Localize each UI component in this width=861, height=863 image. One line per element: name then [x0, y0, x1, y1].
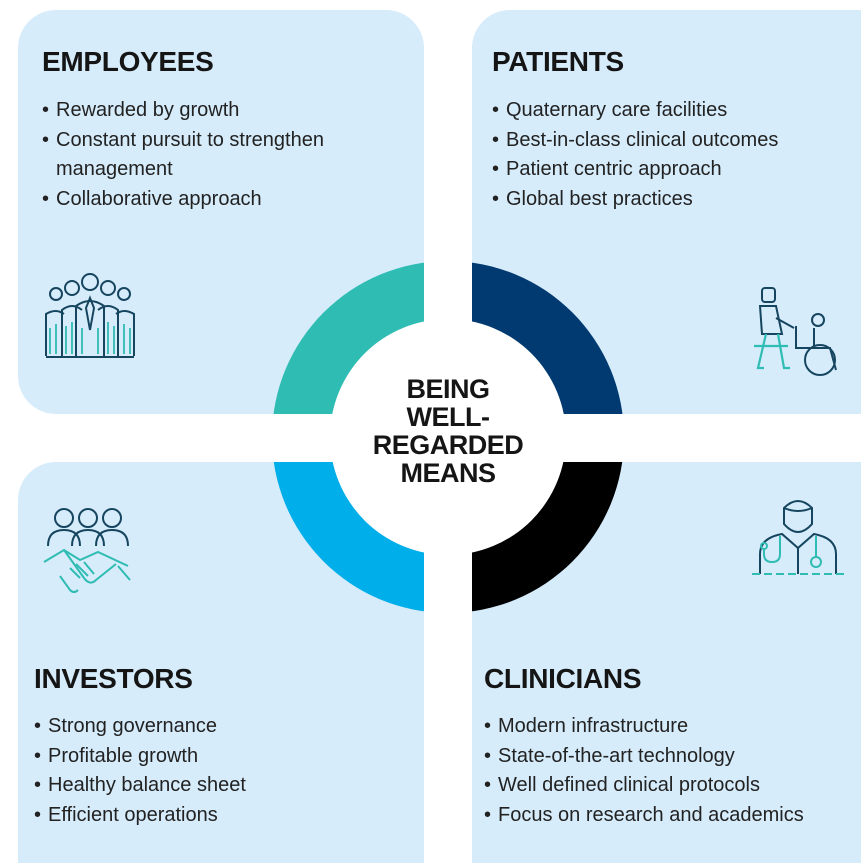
doctor-icon — [752, 500, 844, 575]
list-item: Quaternary care facilities — [492, 96, 852, 126]
clinicians-title: CLINICIANS — [484, 663, 642, 694]
list-item: Collaborative approach — [42, 185, 362, 215]
handshake-icon — [43, 508, 131, 593]
list-item: Strong governance — [34, 712, 364, 742]
team-group-icon — [45, 273, 135, 358]
center-label: BEING WELL- REGARDED MEANS — [358, 375, 538, 487]
list-item: Well defined clinical protocols — [484, 771, 854, 801]
clinicians-list: Modern infrastructure State-of-the-art t… — [484, 712, 854, 830]
investors-list: Strong governance Profitable growth Heal… — [34, 712, 364, 830]
list-item: Modern infrastructure — [484, 712, 854, 742]
wheelchair-assist-icon — [754, 287, 837, 376]
center-line-3: REGARDED — [372, 430, 524, 460]
list-item: Rewarded by growth — [42, 96, 362, 126]
vertical-gap — [424, 0, 472, 863]
list-item: Focus on research and academics — [484, 801, 854, 831]
list-item: Efficient operations — [34, 801, 364, 831]
employees-list: Rewarded by growth Constant pursuit to s… — [42, 96, 362, 214]
list-item: State-of-the-art technology — [484, 742, 854, 772]
center-line-4: MEANS — [400, 458, 496, 488]
center-line-2: WELL- — [406, 402, 490, 432]
list-item: Global best practices — [492, 185, 852, 215]
employees-title: EMPLOYEES — [42, 46, 214, 77]
patients-title: PATIENTS — [492, 46, 624, 77]
investors-title: INVESTORS — [34, 663, 193, 694]
patients-list: Quaternary care facilities Best-in-class… — [492, 96, 852, 214]
list-item: Constant pursuit to strengthen managemen… — [42, 126, 362, 185]
list-item: Healthy balance sheet — [34, 771, 364, 801]
center-line-1: BEING — [406, 374, 490, 404]
list-item: Profitable growth — [34, 742, 364, 772]
list-item: Patient centric approach — [492, 155, 852, 185]
list-item: Best-in-class clinical outcomes — [492, 126, 852, 156]
